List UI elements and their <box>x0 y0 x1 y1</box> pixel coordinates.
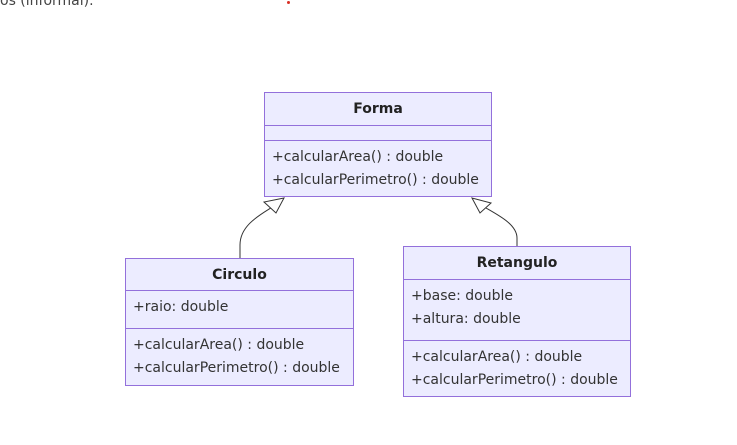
method-calcular-area: +calcularArea() : double <box>272 149 444 165</box>
inheritance-line-circulo-forma <box>239 205 275 258</box>
class-forma[interactable]: Forma +calcularArea() : double +calcular… <box>264 92 492 197</box>
methods-section: +calcularArea() : double +calcularPerime… <box>126 329 353 380</box>
methods-section: +calcularArea() : double +calcularPerime… <box>265 141 491 192</box>
attributes-section: +base: double +altura: double <box>404 280 630 341</box>
class-name: Retangulo <box>404 247 630 280</box>
attributes-section: +raio: double <box>126 291 353 329</box>
inheritance-arrowhead-retangulo <box>471 197 493 214</box>
red-dot-marker <box>287 1 290 4</box>
class-retangulo[interactable]: Retangulo +base: double +altura: double … <box>403 246 631 397</box>
method-calcular-perimetro: +calcularPerimetro() : double <box>411 372 618 388</box>
attribute-raio: +raio: double <box>133 299 229 315</box>
inheritance-arrowhead-circulo <box>262 197 285 214</box>
attribute-base: +base: double <box>411 288 513 304</box>
method-calcular-perimetro: +calcularPerimetro() : double <box>133 360 340 376</box>
attributes-section-empty <box>265 126 491 141</box>
class-name: Forma <box>265 93 491 126</box>
inheritance-line-retangulo-forma <box>485 207 518 246</box>
class-name: Circulo <box>126 259 353 291</box>
methods-section: +calcularArea() : double +calcularPerime… <box>404 341 630 392</box>
class-circulo[interactable]: Circulo +raio: double +calcularArea() : … <box>125 258 354 386</box>
attribute-altura: +altura: double <box>411 311 521 327</box>
method-calcular-area: +calcularArea() : double <box>411 349 583 365</box>
method-calcular-perimetro: +calcularPerimetro() : double <box>272 172 479 188</box>
cropped-text-fragment: os (informal). <box>0 0 94 9</box>
method-calcular-area: +calcularArea() : double <box>133 337 305 353</box>
